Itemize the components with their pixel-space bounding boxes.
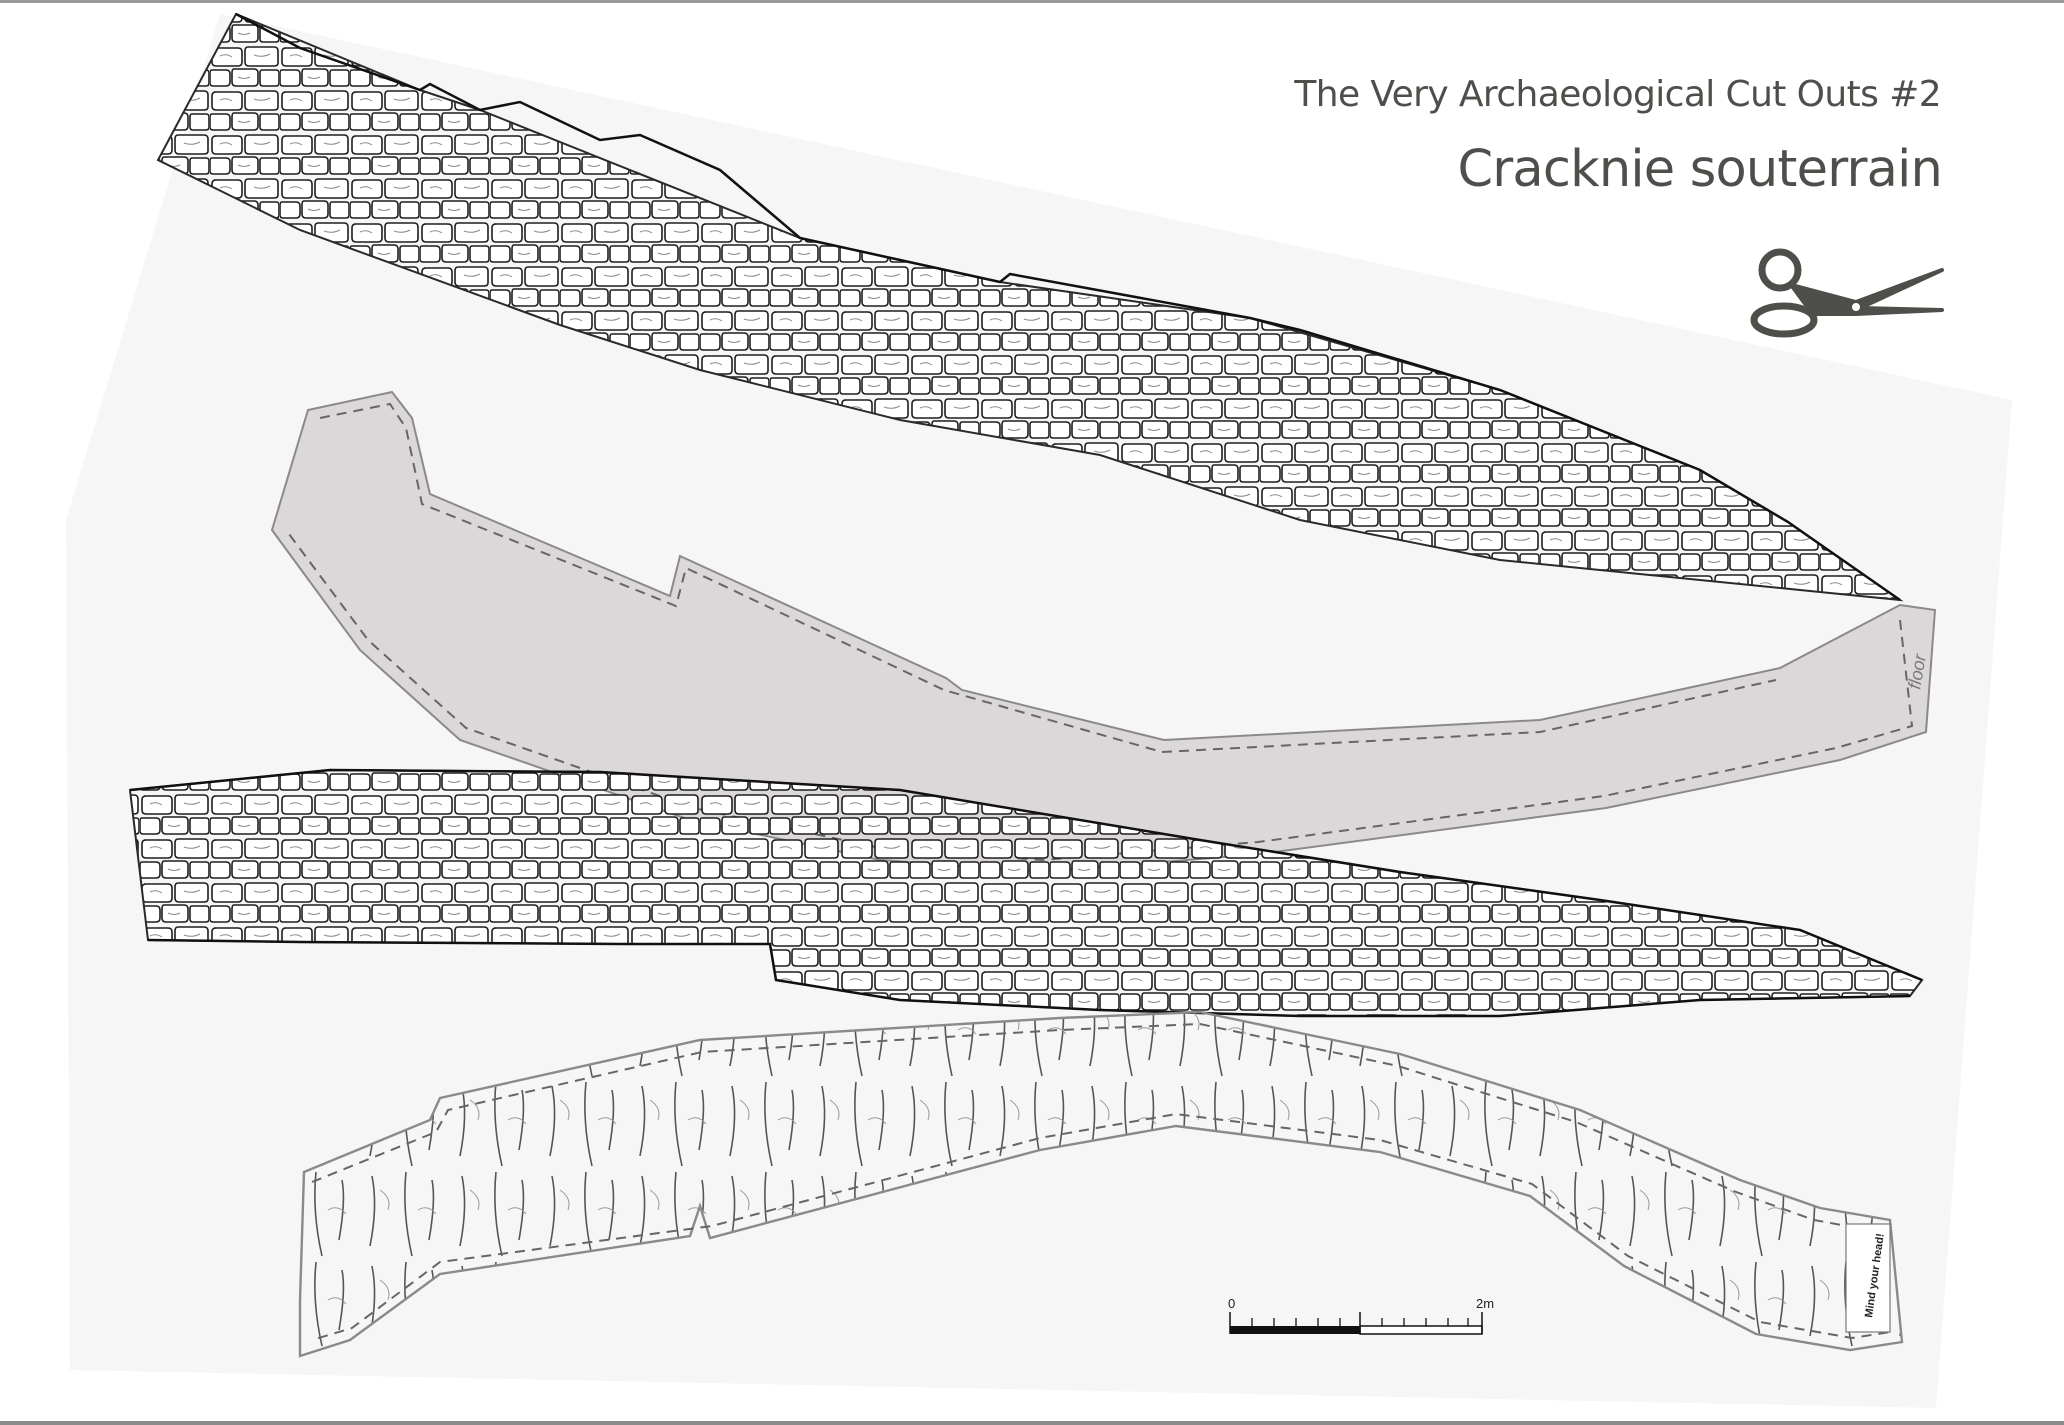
scale-end-label: 2m	[1476, 1296, 1494, 1311]
roof-piece: Mind your head!	[298, 1010, 1904, 1358]
page-title: Cracknie souterrain	[1457, 140, 1942, 199]
lower-wall-elevation	[128, 768, 1924, 1018]
page-subtitle: The Very Archaeological Cut Outs #2	[1294, 74, 1941, 115]
roof-note-box	[1845, 1223, 1891, 1333]
upper-wall-elevation	[156, 12, 1904, 602]
scale-start-label: 0	[1228, 1296, 1235, 1311]
scale-bar: 0 2m	[1228, 1296, 1494, 1335]
bottom-border	[0, 1421, 2064, 1425]
top-border	[0, 0, 2064, 3]
scissors-icon	[1750, 248, 1944, 338]
